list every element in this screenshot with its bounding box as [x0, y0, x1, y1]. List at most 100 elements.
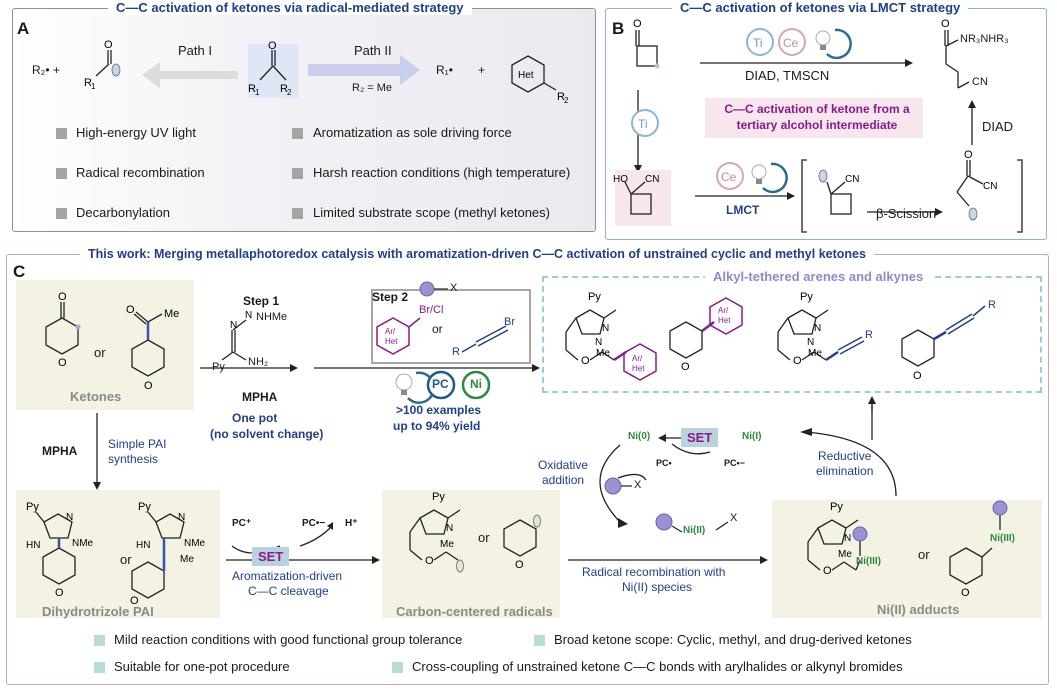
het-arene-structure [511, 55, 557, 93]
ce-label: Ce [783, 36, 799, 50]
r2-radical-text: R₂• + [32, 63, 60, 77]
atom-n: N [844, 533, 851, 544]
radrec-label-1: Radical recombination with [582, 565, 726, 579]
reductive-elimination-arrow [805, 431, 897, 497]
atom-o: O [581, 355, 590, 367]
radicals-box [382, 490, 560, 618]
ar-het-label: Het [385, 337, 398, 346]
ni2-label: Ni(II) [683, 525, 706, 536]
amide-substituent: NR₃NHR₃ [960, 33, 1009, 45]
ni-adduct-2-thp [949, 547, 983, 585]
panel-b-title: C—C activation of ketones via LMCT strat… [672, 0, 969, 15]
product-3-structure [777, 309, 829, 361]
methyl-label: Me [164, 308, 179, 320]
aryl-halide-structure [376, 317, 421, 355]
atom-o: O [268, 40, 277, 52]
atom-o: O [964, 149, 973, 161]
new-bond [825, 350, 839, 362]
atom-o: O [126, 304, 135, 316]
bullet-square [94, 662, 105, 673]
alkoxy-radical-structure [826, 181, 852, 215]
r1-sub: 1 [255, 88, 260, 97]
highlight-text: C—C activation of ketone from a tertiary… [724, 102, 910, 132]
pc-minus-label: PC•− [302, 518, 326, 529]
path-2-arrow [308, 55, 420, 85]
nme-label: NMe [184, 538, 206, 549]
bullet-square [56, 128, 67, 139]
panel-b-scheme: O Ti Ce O Ti HO CN Ce [613, 18, 1023, 233]
bond [981, 547, 993, 558]
set-chip-right: SET [681, 428, 719, 447]
bullet-text: Broad ketone scope: Cyclic, methyl, and … [554, 632, 912, 647]
pc-label: PC [432, 377, 449, 391]
bullet-square [292, 208, 303, 219]
methyl-label: Me [596, 348, 610, 359]
pc-plus-label: PC⁺ [232, 518, 252, 529]
simple-pai-label: Simple PAI synthesis [108, 437, 167, 466]
bullet-text: Aromatization as sole driving force [313, 125, 512, 140]
reductive-elimination-label-1: Reductive [818, 449, 872, 463]
bond [715, 521, 729, 531]
arrow-head [760, 556, 768, 564]
aromatization-label-2: C—C cleavage [248, 584, 329, 598]
proton-curve [299, 527, 331, 547]
radrec-label-2: Ni(II) species [622, 580, 693, 594]
alkynyl-bromide-structure [461, 325, 509, 353]
atom-n: N [230, 320, 237, 331]
panel-b-letter: B [612, 19, 625, 38]
plus-sign: + [478, 63, 486, 77]
panel-a-scheme: O R 1 R 2 O R 1 Het R 2 [84, 39, 569, 105]
atom-o: O [681, 361, 690, 373]
product-4-thp [901, 329, 935, 367]
pai-1-structure [35, 511, 76, 585]
alkyne-bond [947, 317, 975, 335]
r-label: R [988, 299, 996, 311]
atom-o: O [144, 380, 153, 392]
ti-label: Ti [638, 117, 648, 131]
pai-2-structure [131, 511, 185, 599]
atom-n: N [446, 523, 453, 534]
methyl-label: Me [838, 549, 852, 560]
step1-label: Step 1 [243, 294, 280, 308]
panel-a-title: C—C activation of ketones via radical-me… [108, 0, 472, 15]
alkyne-bond [837, 336, 863, 351]
ni3-label: Ni(III) [990, 533, 1015, 544]
ligand-sphere [852, 526, 868, 542]
bullet-square [94, 635, 105, 646]
methyl-label: Me [440, 539, 454, 550]
bullet-text: Radical recombination [76, 165, 205, 180]
r2-sub: 2 [287, 88, 292, 97]
radicals-label: Carbon-centered radicals [396, 604, 553, 619]
or-label: or [918, 547, 930, 562]
atom-o: O [58, 291, 67, 303]
brcl-label: Br/Cl [419, 304, 444, 316]
pai-box [16, 490, 220, 618]
triazole-radical-structure [409, 509, 461, 561]
mpha-left-label: MPHA [42, 444, 78, 458]
hn-label: HN [26, 540, 40, 551]
ni-adducts-label: Ni(II) adducts [877, 602, 960, 617]
cyanohydrin-structure [624, 181, 652, 215]
amide-product-structure [944, 30, 970, 89]
ho-label: HO [613, 174, 628, 185]
arrow-head [290, 364, 298, 372]
bond-marker [654, 63, 660, 69]
atom-n: N [66, 512, 73, 523]
py-label: Py [588, 291, 601, 303]
beta-scission-label: β-Scission [876, 206, 937, 221]
thp-radical-structure [503, 519, 537, 557]
atom-o: O [104, 39, 113, 51]
atom-o: O [961, 587, 970, 599]
hn-label: HN [136, 540, 150, 551]
substrate-sphere [419, 281, 435, 297]
or-label: or [94, 345, 106, 360]
r1-radical-text: R₁• [436, 63, 453, 77]
panel-c-letter: C [13, 262, 26, 281]
mpha-structure [221, 319, 247, 361]
ce-label: Ce [721, 170, 737, 184]
sphere-x-curve [617, 473, 647, 481]
pai-label: Dihydrotrizole PAI [42, 604, 154, 619]
cn-label: CN [983, 181, 997, 192]
ketones-label: Ketones [70, 389, 122, 404]
